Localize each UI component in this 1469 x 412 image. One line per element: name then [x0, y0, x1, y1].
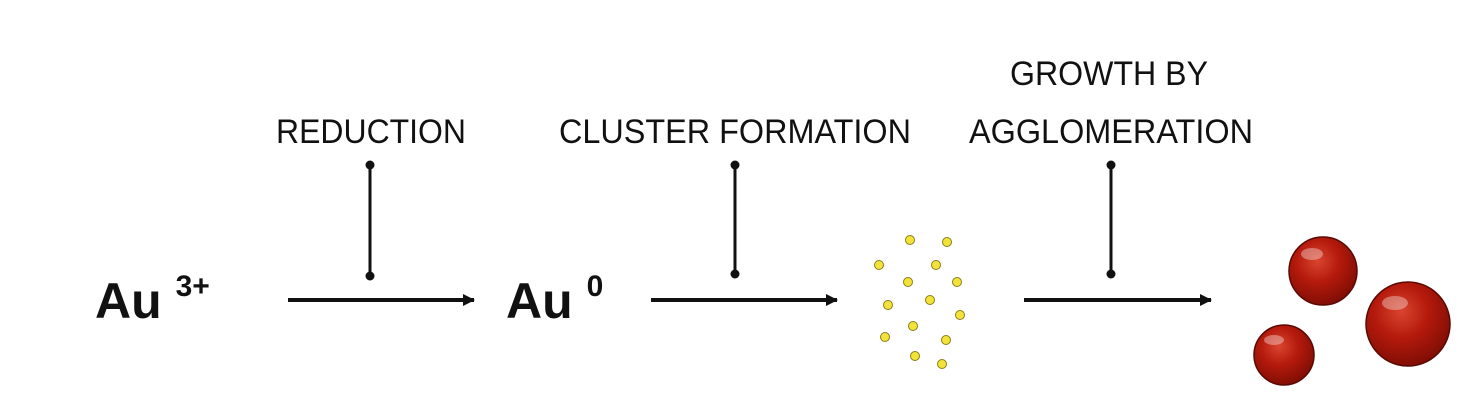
nanoparticle-highlight: [1301, 248, 1323, 260]
gold-nanoparticles-icon: [1253, 236, 1451, 386]
step-cluster-formation-bottom-dot: [730, 269, 740, 279]
step-growth-label-line-1: GROWTH BY: [1010, 55, 1208, 93]
cluster-dot: [874, 260, 884, 270]
species-au0: Au 0: [506, 270, 603, 329]
species-au3plus-base: Au: [95, 273, 162, 329]
cluster-dot: [903, 277, 913, 287]
cluster-dot: [955, 310, 965, 320]
step-cluster-formation-label: CLUSTER FORMATION: [559, 113, 911, 151]
species-au3plus: Au 3+: [95, 270, 210, 329]
step-cluster-formation: CLUSTER FORMATION: [559, 113, 911, 306]
nanoparticle-highlight: [1264, 335, 1284, 345]
cluster-dot: [941, 335, 951, 345]
cluster-dot: [883, 300, 893, 310]
step-reduction-bottom-dot: [365, 271, 375, 281]
species-au0-base: Au: [506, 273, 573, 329]
step-cluster-formation-top-dot: [730, 160, 740, 170]
gold-clusters-icon: [874, 235, 965, 369]
nanoparticle-sphere: [1365, 281, 1451, 367]
step-reduction-top-dot: [365, 160, 375, 170]
cluster-dot: [880, 332, 890, 342]
step-reduction: REDUCTION: [276, 113, 475, 306]
cluster-dot: [925, 295, 935, 305]
nanoparticle-sphere: [1288, 236, 1358, 306]
step-growth-agglomeration: GROWTH BY AGGLOMERATION: [969, 55, 1253, 306]
step-growth-label-line-2: AGGLOMERATION: [969, 113, 1253, 151]
cluster-dot: [910, 351, 920, 361]
species-au3plus-charge: 3+: [176, 270, 210, 303]
cluster-dot: [905, 235, 915, 245]
cluster-dot: [931, 260, 941, 270]
step-growth-top-dot: [1106, 160, 1116, 170]
step-growth-bottom-dot: [1106, 269, 1116, 279]
nanoparticle-sphere: [1253, 324, 1315, 386]
cluster-dot: [952, 277, 962, 287]
cluster-dot: [908, 321, 918, 331]
step-reduction-label: REDUCTION: [276, 113, 466, 151]
cluster-dot: [942, 237, 952, 247]
species-au0-charge: 0: [587, 270, 604, 303]
nanoparticle-highlight: [1382, 296, 1408, 310]
cluster-dot: [937, 359, 947, 369]
